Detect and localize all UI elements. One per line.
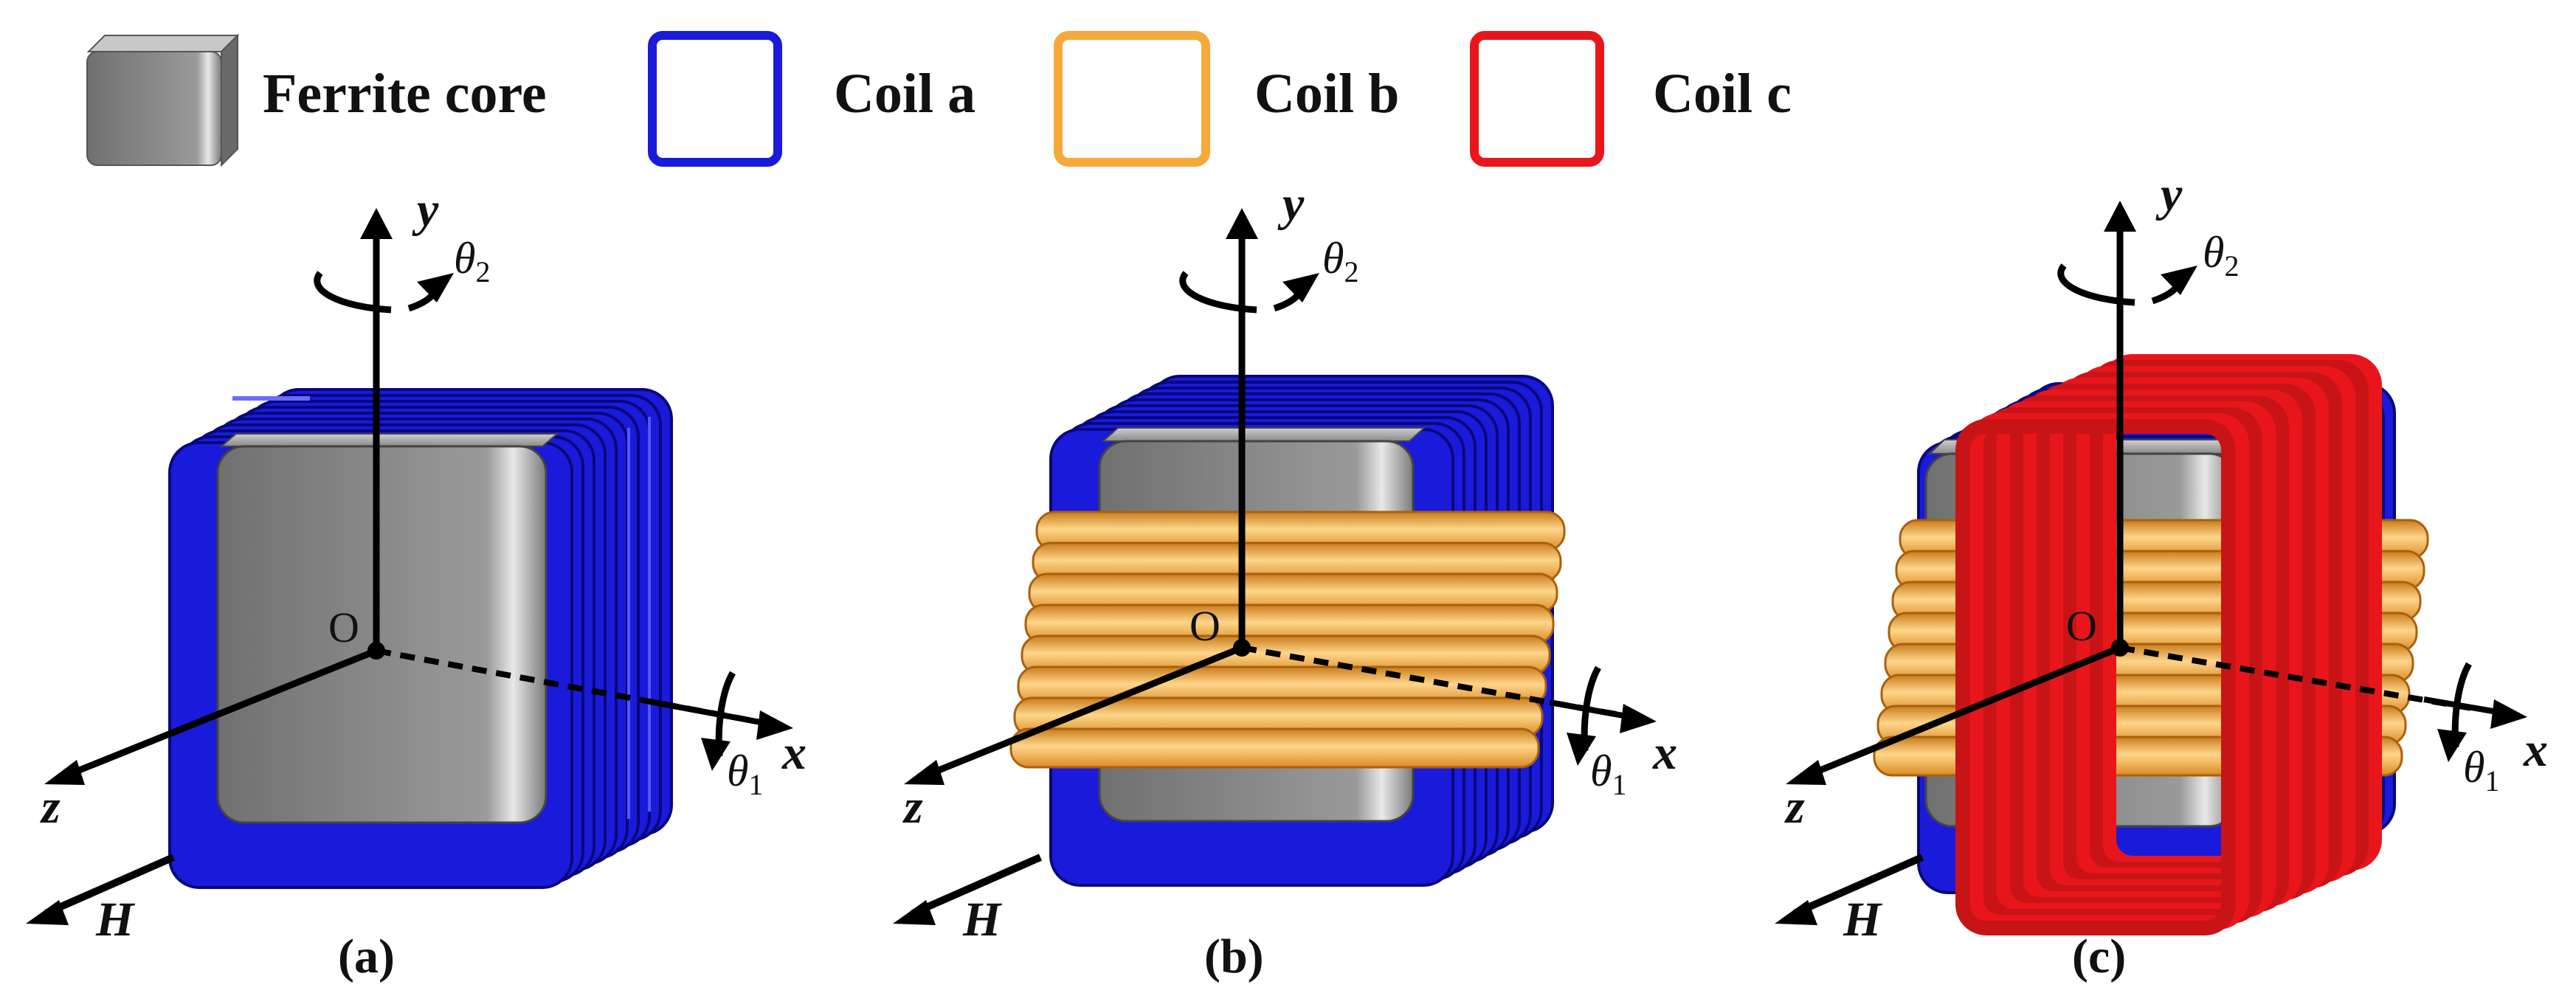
legend-item-coil-b: Coil b	[1054, 31, 1399, 167]
theta2-base: θ	[2203, 228, 2224, 277]
legend-item-coil-a: Coil a	[648, 31, 976, 167]
theta2-base: θ	[1322, 234, 1344, 283]
axis-labels: y θ2 O x θ1 z H	[1784, 167, 2548, 947]
origin-label: O	[2066, 602, 2097, 650]
theta1-base: θ	[727, 747, 748, 795]
axis-label-y: y	[2155, 167, 2183, 221]
coordinate-axes	[26, 208, 793, 925]
origin-label: O	[328, 603, 359, 651]
axis-label-z: z	[40, 780, 61, 834]
theta1-sub: 1	[748, 768, 763, 801]
theta2-label: θ2	[2203, 228, 2239, 283]
theta2-sub: 2	[2224, 249, 2239, 283]
legend-item-ferrite-core: Ferrite core	[86, 33, 547, 167]
panel-label-a: (a)	[338, 930, 395, 983]
legend-label-coil-c: Coil c	[1653, 63, 1792, 125]
coordinate-axes	[893, 208, 1657, 925]
theta1-sub: 1	[2485, 764, 2499, 797]
axis-label-x: x	[781, 726, 807, 780]
axis-label-x: x	[1652, 726, 1677, 780]
theta2-sub: 2	[475, 255, 490, 288]
axis-labels: y θ2 O x θ1 z H	[40, 183, 807, 947]
panel-label-b: (b)	[1204, 930, 1264, 983]
theta1-base: θ	[1590, 747, 1612, 795]
blue-square-coil-icon	[648, 31, 782, 167]
field-label-h: H	[962, 893, 1003, 947]
theta1-label: θ1	[727, 747, 763, 801]
theta2-base: θ	[454, 234, 475, 283]
panel-b: y θ2 O x θ1 z H (b)	[893, 177, 1677, 983]
legend: Ferrite core Coil a Coil b Coil c	[86, 31, 1792, 167]
coordinate-axes	[1775, 201, 2527, 925]
axis-label-y: y	[1277, 177, 1305, 231]
theta2-label: θ2	[454, 234, 490, 288]
theta2-label: θ2	[1322, 234, 1358, 288]
orange-square-coil-icon	[1054, 31, 1210, 167]
theta1-base: θ	[2463, 743, 2485, 792]
axis-label-x: x	[2523, 723, 2548, 777]
axis-label-z: z	[1784, 780, 1805, 834]
panel-a: y θ2 O x θ1 z H (a)	[26, 183, 807, 983]
theta1-label: θ1	[1590, 747, 1626, 801]
field-label-h: H	[95, 893, 136, 947]
axis-labels: y θ2 O x θ1 z H	[902, 177, 1677, 947]
panel-label-c: (c)	[2072, 930, 2126, 983]
theta1-label: θ1	[2463, 743, 2499, 797]
legend-item-coil-c: Coil c	[1470, 31, 1792, 167]
origin-label: O	[1189, 602, 1220, 650]
legend-label-coil-a: Coil a	[834, 63, 976, 125]
legend-label-ferrite-core: Ferrite core	[263, 63, 547, 125]
gray-cube-icon	[86, 33, 240, 167]
ferrite-core	[216, 433, 559, 824]
field-label-h: H	[1843, 893, 1883, 947]
coil-b-winding	[1009, 511, 1566, 769]
legend-label-coil-b: Coil b	[1254, 63, 1399, 125]
theta2-sub: 2	[1344, 255, 1358, 288]
axis-label-y: y	[412, 183, 439, 237]
red-square-coil-icon	[1470, 31, 1604, 167]
coil-c-winding	[1955, 354, 2382, 935]
theta1-sub: 1	[1612, 768, 1626, 801]
axis-label-z: z	[902, 780, 923, 834]
panel-c: y θ2 O x θ1 z H (c)	[1775, 167, 2548, 983]
